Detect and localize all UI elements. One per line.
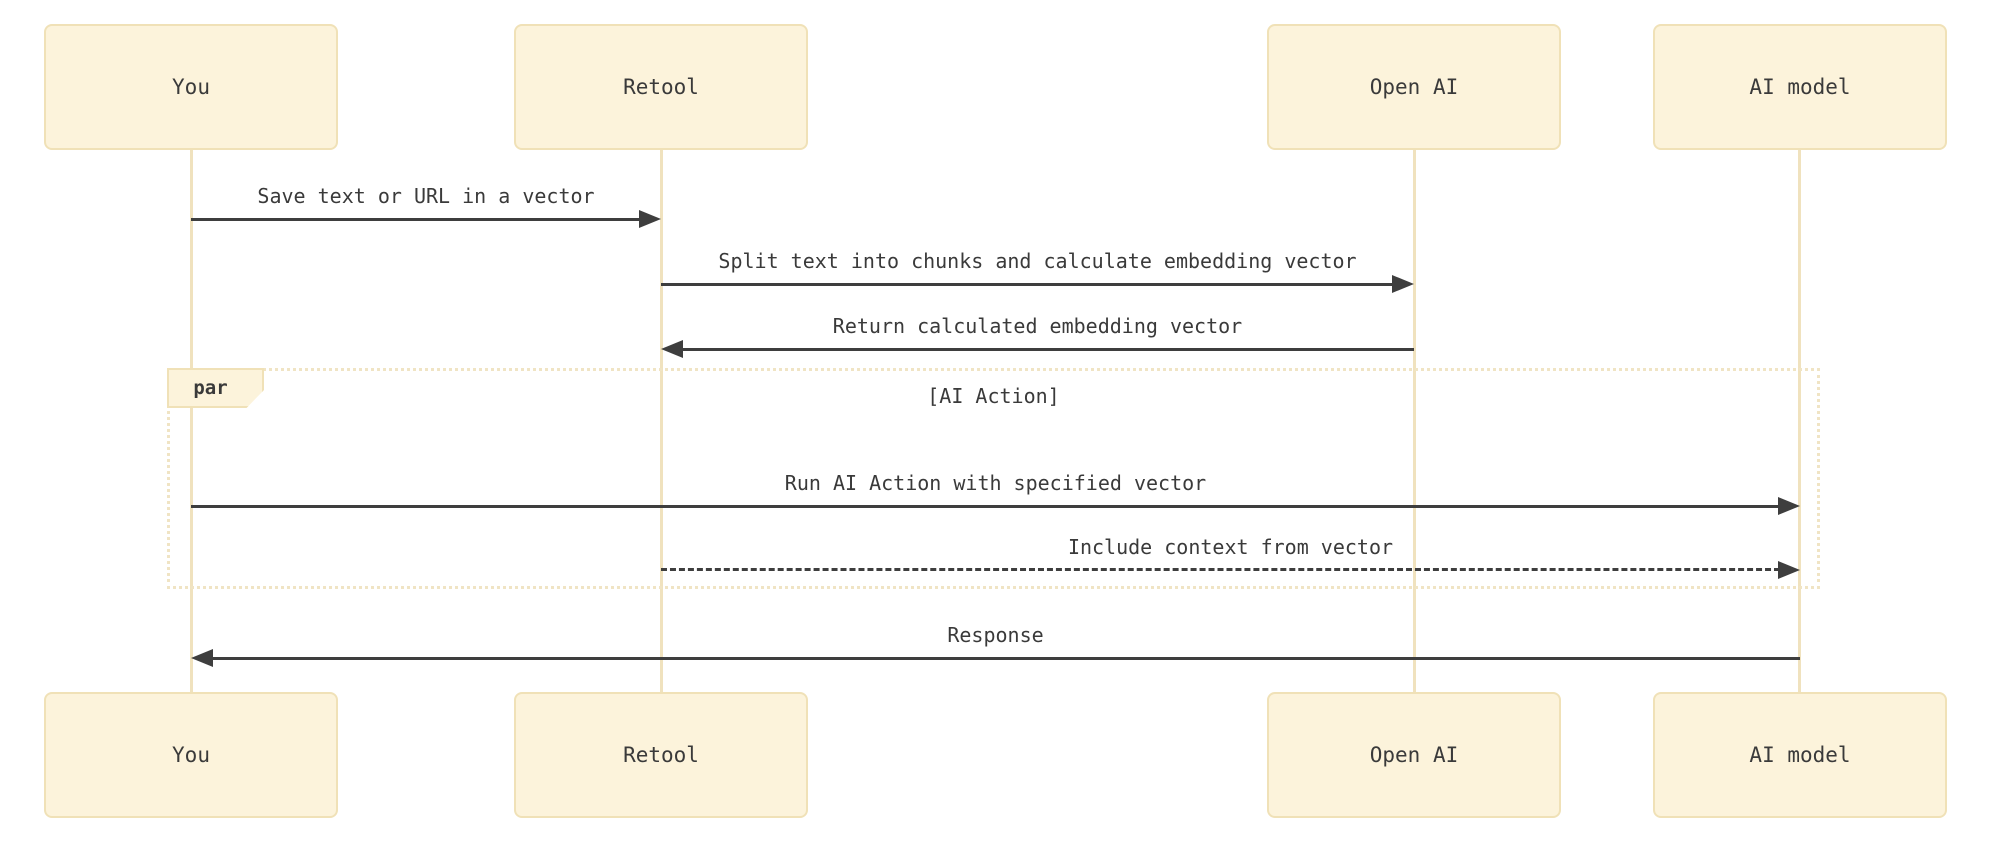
actor-bottom-openai-label: Open AI	[1369, 743, 1459, 767]
par-block-frame	[167, 368, 1820, 589]
actor-bottom-you-label: You	[172, 743, 210, 767]
actor-bottom-retool: Retool	[514, 692, 808, 818]
lifeline-retool	[660, 150, 663, 692]
actor-top-ai-model: AI model	[1653, 24, 1947, 150]
actor-bottom-you: You	[44, 692, 338, 818]
actor-top-retool: Retool	[514, 24, 808, 150]
message-line-split-text	[661, 283, 1394, 286]
message-label-save-text: Save text or URL in a vector	[257, 184, 595, 208]
par-block-label: par	[193, 377, 228, 399]
par-block-label-tab: par	[167, 368, 264, 408]
arrowhead-right-icon	[1778, 561, 1800, 579]
arrowhead-left-icon	[191, 649, 213, 667]
message-line-return-vector	[681, 348, 1414, 351]
message-label-run-action: Run AI Action with specified vector	[784, 471, 1207, 495]
message-line-save-text	[191, 218, 641, 221]
message-line-include-context	[661, 568, 1780, 571]
message-label-include-context: Include context from vector	[1067, 535, 1394, 559]
message-label-return-vector: Return calculated embedding vector	[832, 314, 1243, 338]
actor-bottom-ai-model: AI model	[1653, 692, 1947, 818]
lifeline-ai-model	[1798, 150, 1801, 692]
actor-bottom-ai-model-label: AI model	[1749, 743, 1851, 767]
actor-top-you-label: You	[172, 75, 210, 99]
actor-bottom-retool-label: Retool	[623, 743, 699, 767]
arrowhead-right-icon	[639, 210, 661, 228]
lifeline-openai	[1413, 150, 1416, 692]
message-line-response	[211, 657, 1800, 660]
actor-top-openai: Open AI	[1267, 24, 1561, 150]
arrowhead-left-icon	[661, 340, 683, 358]
par-block-condition: [AI Action]	[927, 384, 1060, 408]
lifeline-you	[190, 150, 193, 692]
message-line-run-action	[191, 505, 1780, 508]
message-label-split-text: Split text into chunks and calculate emb…	[718, 249, 1357, 273]
actor-bottom-openai: Open AI	[1267, 692, 1561, 818]
actor-top-retool-label: Retool	[623, 75, 699, 99]
actor-top-ai-model-label: AI model	[1749, 75, 1851, 99]
arrowhead-right-icon	[1778, 497, 1800, 515]
message-label-response: Response	[947, 623, 1044, 647]
arrowhead-right-icon	[1392, 275, 1414, 293]
actor-top-you: You	[44, 24, 338, 150]
actor-top-openai-label: Open AI	[1369, 75, 1459, 99]
